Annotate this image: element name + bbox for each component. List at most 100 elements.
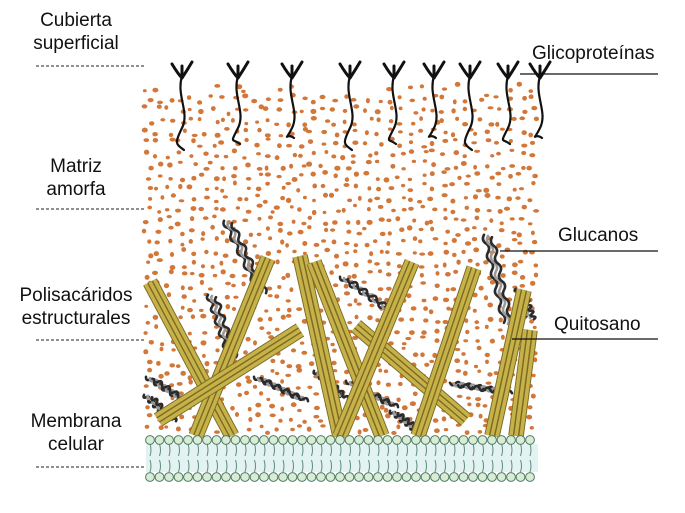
- matrix-dot: [528, 132, 533, 138]
- glycoprotein-stalk: [343, 74, 354, 152]
- matrix-dot: [495, 195, 501, 200]
- matrix-dot: [314, 254, 319, 258]
- matrix-dot: [310, 116, 317, 121]
- matrix-dot: [334, 165, 341, 171]
- matrix-dot: [280, 239, 285, 245]
- chitosan-fiber: [420, 269, 481, 439]
- matrix-dot: [182, 128, 187, 134]
- matrix-dot: [383, 407, 389, 413]
- lipid-tail: [520, 443, 522, 457]
- lipid-tail: [216, 459, 218, 473]
- matrix-dot: [422, 173, 427, 177]
- matrix-dot: [147, 205, 152, 210]
- matrix-dot: [187, 286, 194, 291]
- matrix-dot: [515, 196, 521, 200]
- matrix-dot: [515, 171, 522, 176]
- matrix-dot: [405, 336, 412, 341]
- lipid-head: [506, 435, 516, 445]
- matrix-dot: [475, 339, 480, 343]
- matrix-dot: [484, 324, 489, 329]
- lipid-tail: [282, 459, 285, 473]
- matrix-dot: [465, 329, 470, 335]
- matrix-dot: [344, 177, 350, 182]
- matrix-dot: [237, 392, 242, 397]
- matrix-dot: [247, 407, 252, 412]
- matrix-dot: [396, 424, 401, 430]
- matrix-dot: [442, 319, 449, 325]
- matrix-dot: [490, 154, 495, 158]
- matrix-dot: [299, 173, 304, 177]
- matrix-dot: [332, 348, 337, 353]
- matrix-dot: [145, 320, 151, 325]
- matrix-dot: [472, 226, 477, 230]
- lipid-tail: [254, 459, 256, 473]
- lipid-tail: [349, 459, 351, 473]
- matrix-dot: [413, 111, 419, 115]
- matrix-dot: [484, 352, 490, 358]
- matrix-dot: [277, 87, 283, 92]
- matrix-dot: [445, 287, 450, 292]
- matrix-dot: [435, 271, 440, 276]
- matrix-dot: [189, 216, 195, 222]
- matrix-dot: [465, 174, 471, 178]
- matrix-dot: [398, 317, 405, 322]
- matrix-dot: [242, 108, 249, 112]
- matrix-dot: [374, 109, 381, 115]
- matrix-dot: [286, 122, 291, 128]
- matrix-dot: [343, 283, 349, 289]
- matrix-dot: [146, 260, 151, 264]
- matrix-dot: [439, 118, 444, 124]
- matrix-dot: [474, 320, 480, 325]
- matrix-dot: [214, 186, 219, 191]
- matrix-dot: [266, 286, 273, 291]
- matrix-dot: [266, 397, 271, 402]
- lipid-head: [297, 472, 307, 482]
- matrix-dot: [366, 207, 371, 212]
- matrix-dot: [347, 198, 353, 203]
- lipid-head: [306, 472, 317, 482]
- matrix-dot: [321, 142, 327, 146]
- matrix-dot: [167, 162, 173, 168]
- lipid-head: [145, 435, 155, 445]
- matrix-dot: [455, 369, 462, 373]
- lipid-tail: [225, 443, 228, 457]
- matrix-dot: [265, 137, 271, 141]
- matrix-dot: [453, 269, 459, 274]
- matrix-dot: [521, 143, 528, 148]
- lipid-tail: [244, 443, 247, 457]
- matrix-dot: [397, 130, 403, 134]
- matrix-dot: [262, 199, 268, 204]
- matrix-dot: [473, 247, 480, 253]
- matrix-dot: [278, 227, 283, 233]
- matrix-dot: [179, 177, 186, 183]
- lipid-head: [515, 435, 526, 445]
- matrix-dot: [269, 413, 276, 418]
- matrix-dot: [148, 197, 153, 201]
- matrix-dot: [201, 264, 205, 269]
- matrix-dot: [443, 428, 449, 432]
- matrix-dot: [213, 199, 219, 204]
- lipid-head: [382, 472, 393, 482]
- matrix-dot: [222, 253, 229, 258]
- matrix-dot: [464, 318, 469, 324]
- lipid-head: [430, 472, 440, 482]
- lipid-tail: [358, 443, 361, 457]
- matrix-dot: [180, 242, 185, 247]
- lipid-head: [221, 435, 231, 445]
- matrix-dot: [297, 207, 302, 212]
- lipid-head: [164, 472, 174, 482]
- matrix-dot: [509, 148, 515, 152]
- label-cubierta-superficial: Cubierta superficial: [33, 10, 119, 54]
- matrix-dot: [394, 330, 400, 335]
- matrix-dot: [508, 88, 513, 93]
- glycoprotein-stalk: [175, 74, 186, 152]
- matrix-dot: [527, 222, 533, 226]
- matrix-dot: [363, 170, 370, 176]
- matrix-dot: [310, 99, 316, 105]
- matrix-dot: [367, 270, 374, 274]
- matrix-dot: [374, 131, 379, 137]
- matrix-dot: [332, 220, 338, 225]
- matrix-dot: [418, 227, 424, 232]
- lipid-tail: [311, 443, 313, 457]
- matrix-dot: [299, 109, 304, 114]
